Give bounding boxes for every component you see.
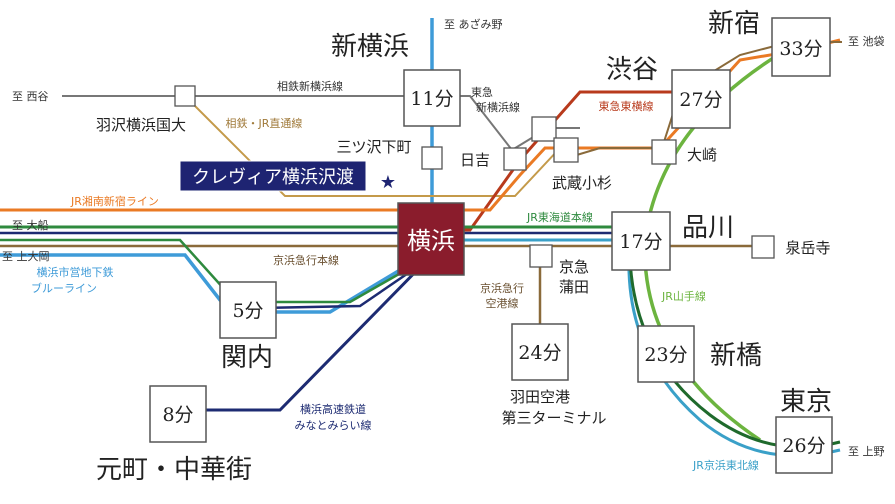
- shinjuku-name: 新宿: [708, 9, 760, 39]
- mitsuzawa-node: [421, 146, 443, 170]
- haneda-name-2: 第三ターミナル: [501, 409, 606, 427]
- sengakuji-name: 泉岳寺: [785, 239, 830, 257]
- property-box: [179, 160, 367, 192]
- sengakuji-node: [751, 235, 775, 259]
- shimbashi-box: [637, 325, 695, 383]
- label-tokyu-shinyokohama-1: 東急: [471, 85, 493, 99]
- haneda-name-1: 羽田空港: [510, 388, 570, 406]
- kannai-name: 関内: [221, 343, 273, 373]
- dest-ofuna: 至 大船: [12, 218, 49, 232]
- shinyokohama-name: 新横浜: [331, 32, 409, 62]
- motomachi-box: [149, 385, 207, 443]
- dest-ueno: 至 上野: [848, 445, 885, 458]
- shibuya-time: 27分: [679, 89, 722, 111]
- haneda-time: 24分: [518, 342, 561, 364]
- minatomirai-line: [195, 253, 434, 412]
- osaki-name: 大崎: [687, 146, 717, 164]
- label-jr-keihintohoku: JR京浜東北線: [692, 458, 759, 472]
- label-minatomirai-1: 横浜高速鉄道: [300, 402, 366, 416]
- motomachi-name: 元町・中華街: [96, 455, 252, 485]
- label-keikyu-airport-2: 空港線: [486, 296, 519, 310]
- hazawa-node: [174, 85, 196, 107]
- musashikosugi-name: 武蔵小杉: [552, 174, 612, 192]
- dest-azamino: 至 あざみ野: [444, 17, 503, 31]
- property-label: クレヴィア横浜沢渡: [192, 167, 354, 188]
- tokyo-time: 26分: [782, 435, 825, 457]
- dest-nishiya: 至 西谷: [12, 90, 49, 103]
- shimbashi-time: 23分: [644, 344, 687, 366]
- shinyokohama-box: [403, 69, 461, 127]
- property-star-icon: ★: [380, 172, 396, 193]
- label-blueline-2: ブルーライン: [31, 281, 97, 295]
- dest-kamiooka: 至 上大岡: [2, 249, 50, 263]
- kannai-time: 5分: [232, 300, 263, 322]
- label-jr-yamanote: JR山手線: [661, 289, 706, 303]
- shinjuku-time: 33分: [779, 38, 822, 60]
- label-jr-shonan: JR湘南新宿ライン: [70, 194, 159, 208]
- label-sotetsu-shinyokohama: 相鉄新横浜線: [277, 79, 343, 93]
- label-keikyu-main: 京浜急行本線: [273, 253, 339, 267]
- dest-ikebukuro: 至 池袋: [848, 34, 885, 48]
- navy-kannai-line: [259, 263, 421, 310]
- shinagawa-time: 17分: [619, 231, 662, 253]
- hazawa-name: 羽沢横浜国大: [96, 116, 186, 134]
- label-tokyu-toyoko: 東急東横線: [599, 99, 654, 113]
- shinagawa-name: 品川: [682, 213, 734, 243]
- kannai-box: [219, 281, 277, 339]
- label-tokyu-shinyokohama-2: 新横浜線: [476, 100, 520, 114]
- shibuya-name: 渋谷: [606, 55, 658, 85]
- label-sotetsu-jr: 相鉄・JR直通線: [226, 116, 303, 130]
- keikyu-kamata-name-2: 蒲田: [559, 278, 589, 296]
- shinjuku-box: [771, 17, 831, 77]
- tokyo-name: 東京: [780, 387, 832, 417]
- osaki-node: [651, 139, 677, 165]
- hiyoshi-name: 日吉: [460, 151, 490, 169]
- label-blueline-1: 横浜市営地下鉄: [37, 265, 114, 279]
- hiyoshi-node: [503, 147, 527, 171]
- mitsuzawa-name: 三ツ沢下町: [336, 138, 411, 156]
- yokohama-hub-box: [397, 202, 465, 276]
- shimbashi-name: 新橋: [710, 341, 762, 371]
- keikyu-kamata-name-1: 京急: [559, 258, 589, 276]
- label-minatomirai-2: みなとみらい線: [295, 418, 372, 432]
- shibuya-box: [671, 69, 731, 129]
- label-keikyu-airport-1: 京浜急行: [480, 281, 524, 295]
- haneda-box: [511, 323, 569, 381]
- keikyu-kamata-node: [529, 244, 553, 268]
- yokohama-hub-label: 横浜: [407, 227, 455, 255]
- tokyu-node-1: [531, 116, 557, 142]
- shinagawa-box: [611, 211, 671, 271]
- motomachi-time: 8分: [162, 404, 193, 426]
- musashikosugi-node: [553, 137, 579, 163]
- shinyokohama-time: 11分: [410, 88, 453, 110]
- tokyo-box: [775, 416, 833, 474]
- label-jr-tokaido: JR東海道本線: [526, 210, 593, 224]
